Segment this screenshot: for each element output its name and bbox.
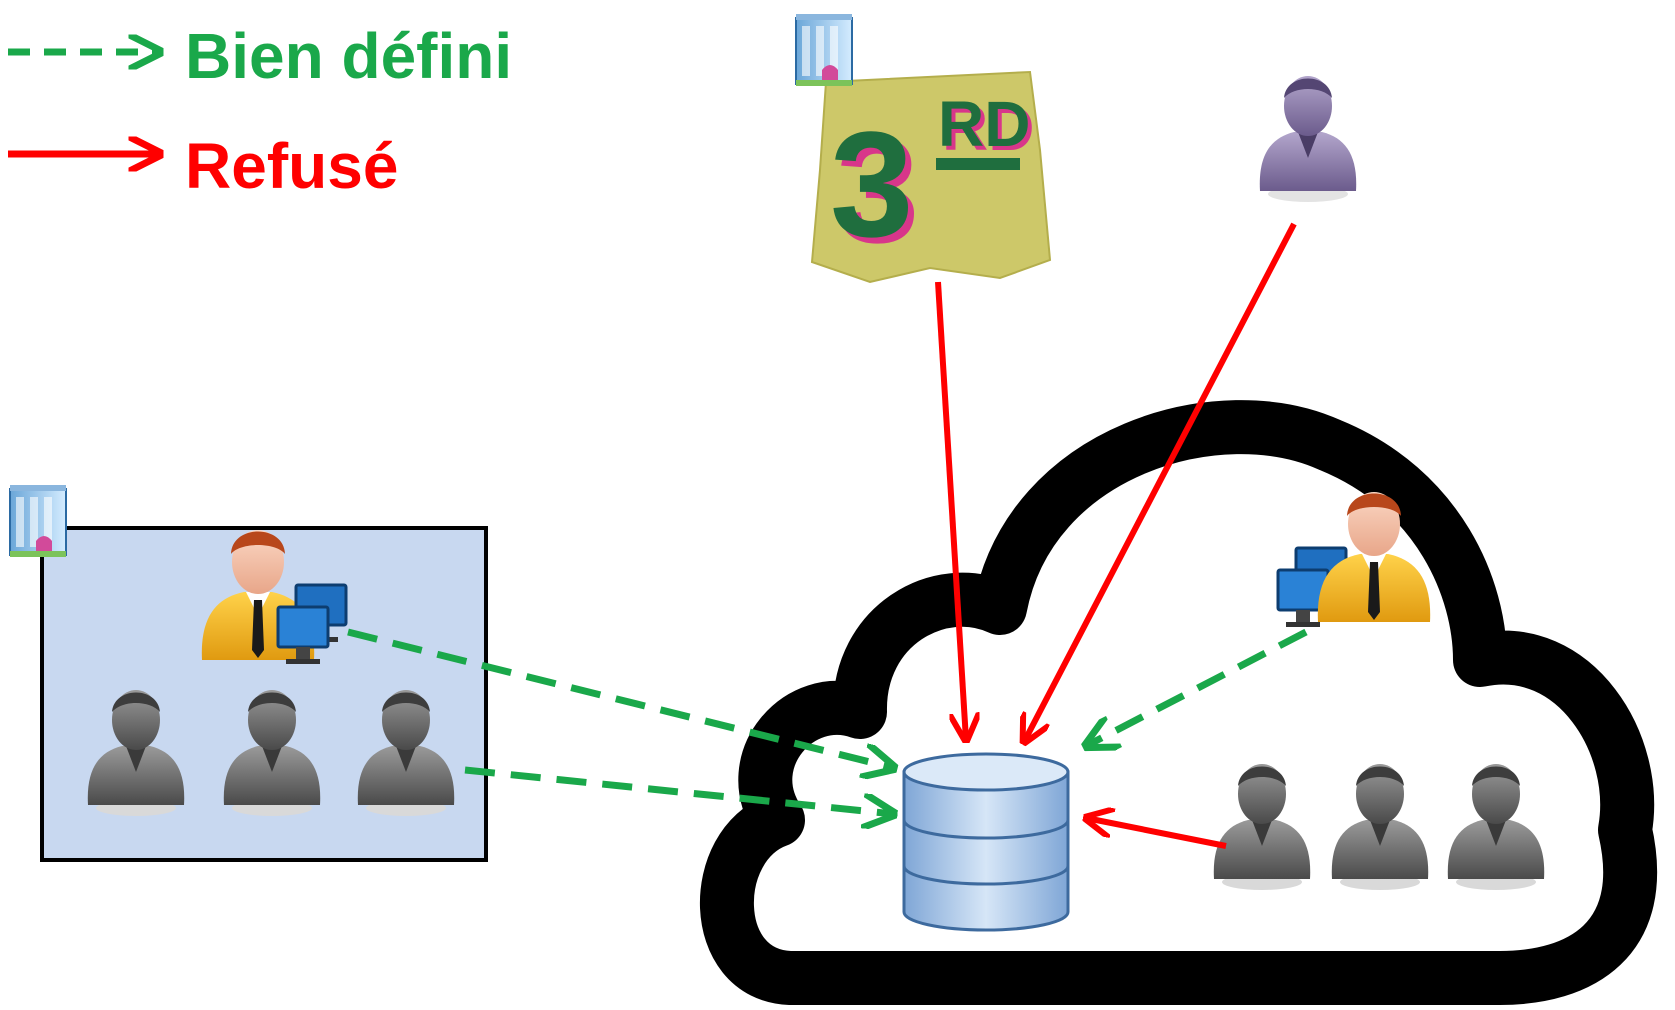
cloud-icon [699,400,1658,1005]
database-icon [902,752,1070,932]
building-icon [795,13,853,87]
external-user-icon [1259,76,1357,202]
building-icon [9,484,67,558]
arrow-cloud-users-to-database [1086,818,1227,849]
legend-dashed-label: Bien défini [185,20,512,92]
third-party-suffix-shadow: RD [942,92,1034,164]
third-party-badge-icon: 3 3 RD RD [810,70,1052,284]
arrow-admin-to-database [347,628,894,768]
third-party-suffix: RD [938,88,1030,160]
third-party-number-shadow: 3 [836,106,919,274]
arrow-users-to-database [464,766,894,814]
legend-solid-label: Refusé [185,130,398,202]
arrows [347,222,1308,849]
third-party-number: 3 [830,100,913,268]
arrow-third-party-to-database [935,281,966,740]
arrow-external-user-to-database [1024,222,1297,742]
legend: Bien défini Refusé [8,20,512,202]
arrow-cloud-admin-to-database [1086,628,1308,746]
